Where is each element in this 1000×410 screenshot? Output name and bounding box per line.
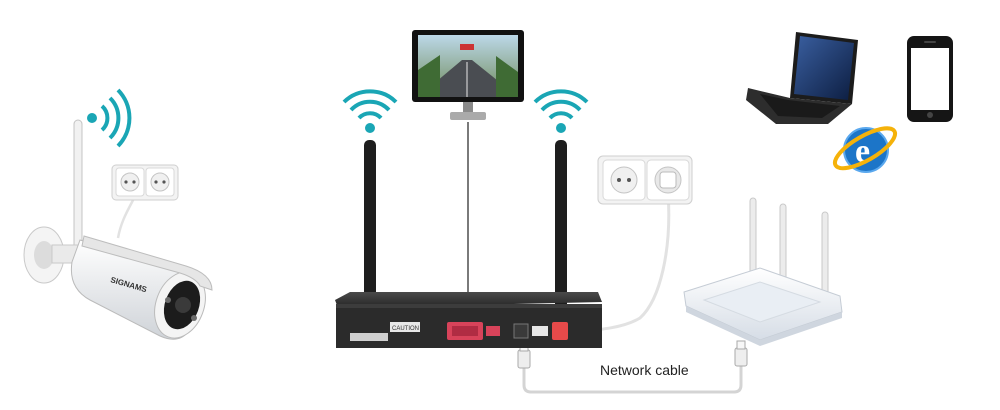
smartphone <box>907 36 953 122</box>
laptop <box>746 32 858 124</box>
network-cable <box>517 340 748 394</box>
wifi-icon <box>533 89 589 133</box>
nvr-caution-label: CAUTION <box>392 326 419 332</box>
power-socket <box>597 155 693 205</box>
monitor <box>412 30 524 120</box>
wifi-icon <box>87 88 132 148</box>
power-socket <box>111 164 179 201</box>
network-cable-label: Network cable <box>600 362 689 378</box>
router <box>683 197 843 346</box>
internet-explorer-icon: e <box>832 126 898 173</box>
camera: SIGNAMS <box>23 119 213 340</box>
nvr-recorder: CAUTION <box>335 140 602 348</box>
wifi-icon <box>342 89 398 133</box>
